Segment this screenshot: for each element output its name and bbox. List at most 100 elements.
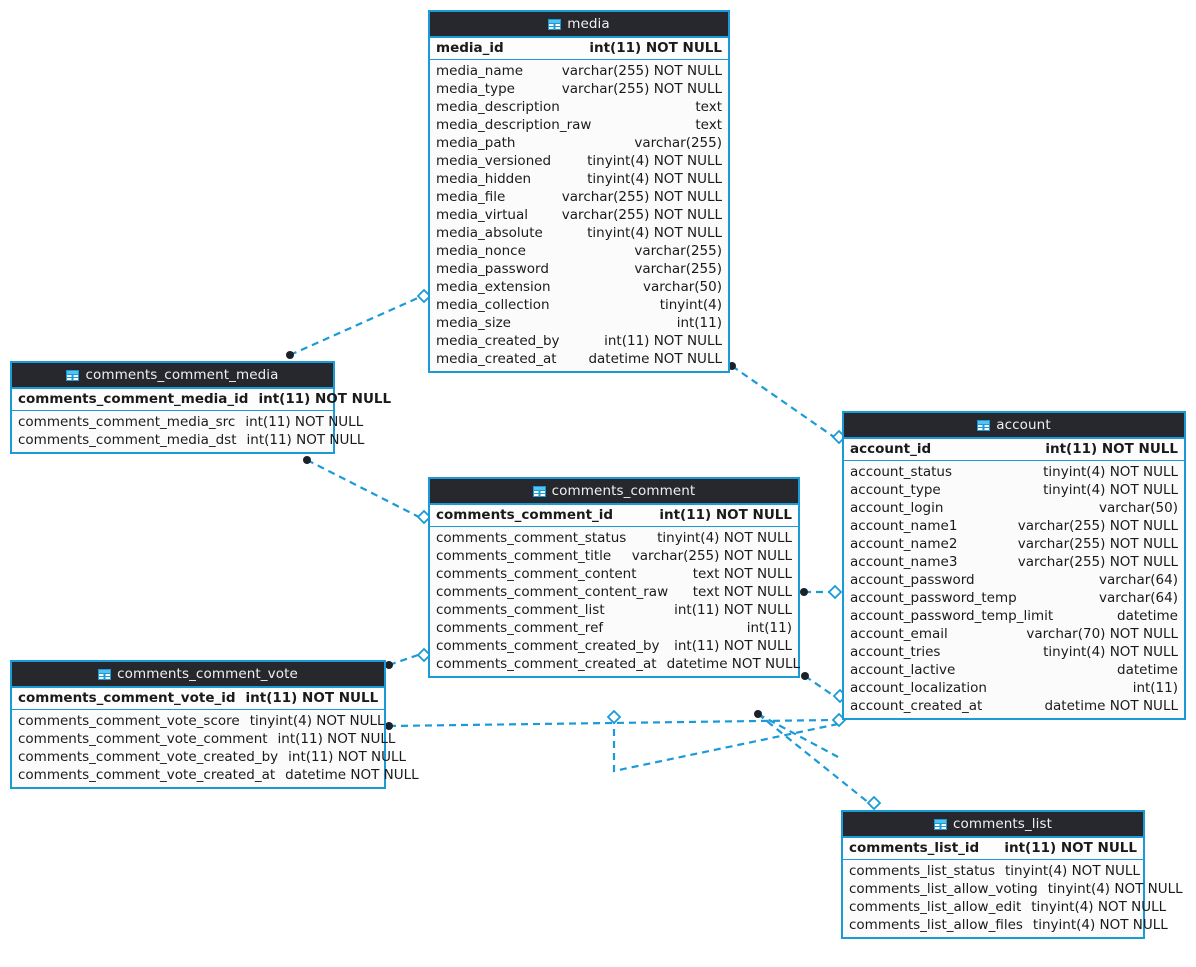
edge-ccm-media: [289, 295, 421, 357]
target-diamond: [827, 584, 843, 600]
table-header-media[interactable]: media: [430, 12, 728, 38]
column-name: comments_comment_vote_id: [18, 690, 236, 706]
table-header-comments_list[interactable]: comments_list: [843, 812, 1143, 838]
column-name: account_password: [850, 572, 975, 588]
column-type: int(11) NOT NULL: [245, 414, 364, 430]
table-title: comments_comment: [551, 483, 696, 499]
table-header-account[interactable]: account: [844, 413, 1184, 439]
origin-dot: [800, 588, 808, 596]
table-header-comments_comment[interactable]: comments_comment: [430, 479, 798, 505]
column-name: account_password_temp: [850, 590, 1017, 606]
table-header-comments_comment_vote[interactable]: comments_comment_vote: [12, 662, 384, 688]
column-name: account_email: [850, 626, 948, 642]
edge-ccm-comment: [306, 459, 420, 518]
column-name: comments_comment_vote_created_by: [18, 749, 279, 765]
column-name: comments_list_id: [849, 840, 980, 856]
column-name: media_absolute: [436, 225, 543, 241]
column-type: tinyint(4) NOT NULL: [587, 153, 722, 169]
column-name: media_description: [436, 99, 560, 115]
column-type: varchar(50): [1098, 500, 1178, 516]
column-name: comments_comment_created_at: [436, 656, 657, 672]
column-name: account_type: [850, 482, 941, 498]
column-name: comments_list_allow_voting: [849, 881, 1038, 897]
edge-comment-createdby-account: [804, 675, 835, 697]
edge-branch-vertical: [612, 717, 839, 773]
column-name: comments_comment_list: [436, 602, 605, 618]
origin-dot: [303, 456, 311, 464]
target-diamond: [606, 709, 622, 725]
column-name: media_versioned: [436, 153, 552, 169]
table-title: comments_list: [952, 816, 1053, 832]
column-row[interactable]: media_versioned tinyint(4) NOT NULL: [430, 152, 728, 170]
column-type: varchar(255) NOT NULL: [561, 63, 722, 79]
column-name: media_created_at: [436, 351, 557, 367]
column-name: media_id: [436, 40, 504, 56]
column-name: comments_comment_status: [436, 530, 627, 546]
edge-media-account: [731, 365, 835, 438]
table-header-comments_comment_media[interactable]: comments_comment_media: [12, 363, 333, 389]
column-name: media_description_raw: [436, 117, 592, 133]
